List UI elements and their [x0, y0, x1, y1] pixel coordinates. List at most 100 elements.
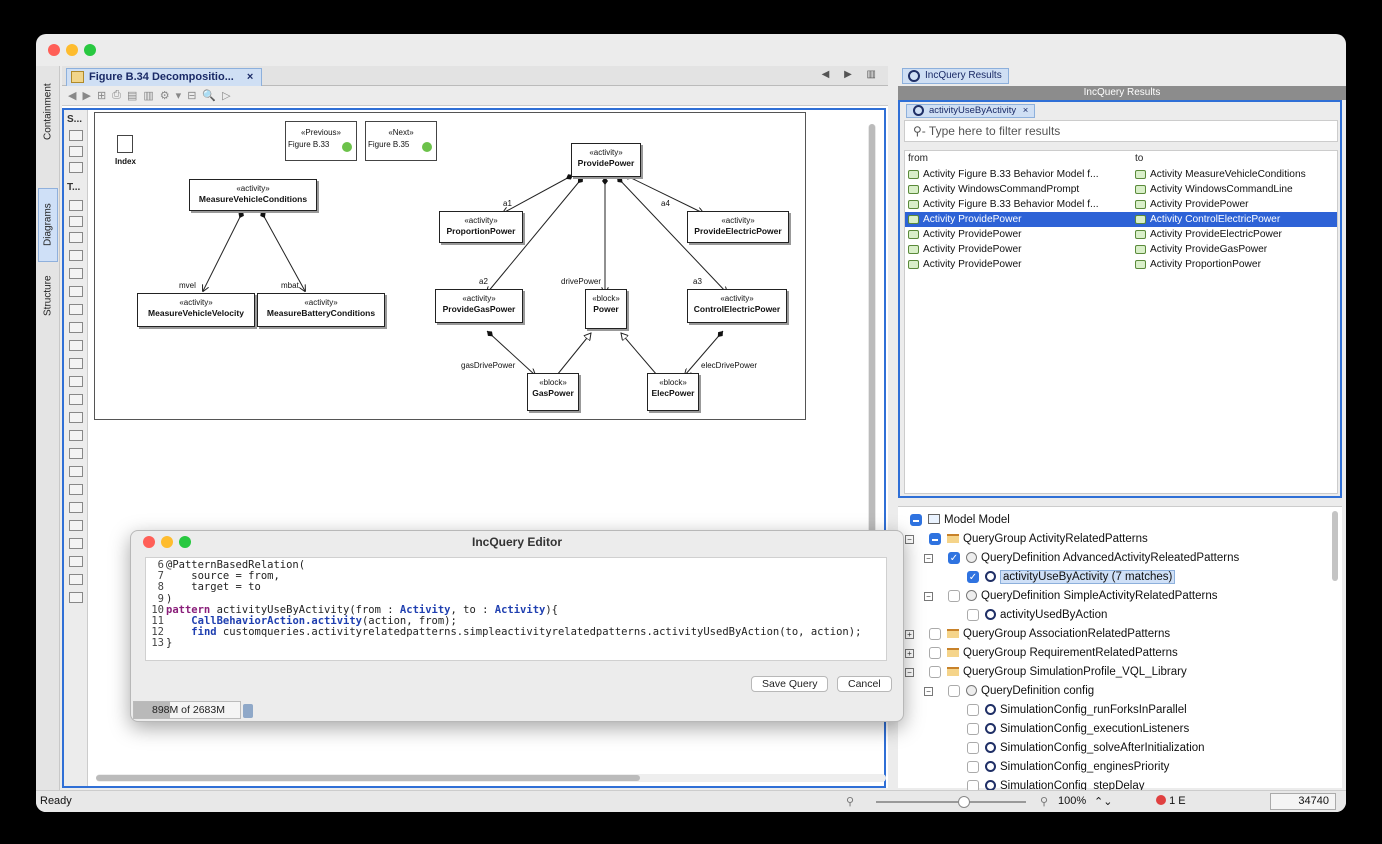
- collapse-icon[interactable]: −: [924, 592, 933, 601]
- vertical-scrollbar[interactable]: [868, 124, 876, 714]
- toolbar-button[interactable]: ▶: [82, 90, 91, 102]
- toolbar-button[interactable]: ⊟: [187, 90, 197, 102]
- toolbar-button[interactable]: ▥: [143, 90, 154, 102]
- collapse-icon[interactable]: −: [905, 668, 914, 677]
- tree-checkbox[interactable]: [967, 704, 979, 716]
- palette-tool-icon[interactable]: [69, 162, 83, 173]
- scroll-thumb[interactable]: [869, 124, 875, 704]
- palette-tool-icon[interactable]: [69, 484, 83, 495]
- column-header-to[interactable]: to: [1135, 153, 1144, 164]
- block-gas-power[interactable]: «block»GasPower: [527, 373, 579, 411]
- tree-checkbox[interactable]: [929, 647, 941, 659]
- next-diagram-link[interactable]: «Next» Figure B.35: [365, 121, 437, 161]
- tree-checkbox[interactable]: [967, 761, 979, 773]
- toolbar-button[interactable]: ⚙: [159, 90, 170, 102]
- query-code-editor[interactable]: 6@PatternBasedRelation(7 source = from,8…: [145, 557, 887, 661]
- palette-tool-icon[interactable]: [69, 556, 83, 567]
- tree-checkbox[interactable]: ✓: [948, 552, 960, 564]
- palette-tool-icon[interactable]: [69, 358, 83, 369]
- tab-diagrams[interactable]: Diagrams: [38, 188, 58, 262]
- scroll-thumb[interactable]: [96, 775, 640, 781]
- block-measure-vehicle-conditions[interactable]: «activity»MeasureVehicleConditions: [189, 179, 317, 211]
- palette-tool-icon[interactable]: [69, 200, 83, 211]
- close-tab-icon[interactable]: ×: [1022, 105, 1029, 116]
- tree-item[interactable]: SimulationConfig_executionListeners: [985, 720, 1189, 738]
- error-indicator[interactable]: 1 E: [1156, 795, 1186, 807]
- tree-checkbox[interactable]: [967, 742, 979, 754]
- toolbar-button[interactable]: ⎙: [112, 89, 121, 101]
- palette-tool-icon[interactable]: [69, 394, 83, 405]
- toolbar-button[interactable]: ▤: [126, 90, 138, 102]
- toolbar-button[interactable]: ◀: [68, 90, 77, 102]
- palette-tool-icon[interactable]: [69, 250, 83, 261]
- block-provide-electric-power[interactable]: «activity»ProvideElectricPower: [687, 211, 789, 243]
- column-header-from[interactable]: from: [908, 153, 928, 164]
- palette-tool-icon[interactable]: [69, 340, 83, 351]
- close-tab-icon[interactable]: ×: [246, 71, 254, 83]
- collapse-icon[interactable]: −: [924, 687, 933, 696]
- diagram-canvas[interactable]: Index «Previous» Figure B.33 «Next» Figu…: [92, 110, 886, 786]
- palette-tool-icon[interactable]: [69, 232, 83, 243]
- block-measure-battery-conditions[interactable]: «activity»MeasureBatteryConditions: [257, 293, 385, 327]
- tree-checkbox[interactable]: [910, 514, 922, 526]
- palette-tool-icon[interactable]: [69, 322, 83, 333]
- zoom-in-icon[interactable]: ⚲: [1040, 796, 1049, 808]
- garbage-collect-icon[interactable]: [243, 704, 253, 718]
- tree-checkbox[interactable]: [967, 723, 979, 735]
- memory-indicator[interactable]: 898M of 2683M: [133, 701, 241, 719]
- toolbar-button[interactable]: ▷: [222, 90, 231, 102]
- zoom-slider-knob[interactable]: [958, 796, 970, 808]
- minimize-dialog-button[interactable]: [161, 536, 173, 548]
- tree-item[interactable]: SimulationConfig_solveAfterInitializatio…: [985, 739, 1205, 757]
- save-query-button[interactable]: Save Query: [751, 676, 829, 692]
- tree-item[interactable]: SimulationConfig_runForksInParallel: [985, 701, 1187, 719]
- tab-containment[interactable]: Containment: [42, 83, 54, 141]
- result-row[interactable]: Activity Figure B.33 Behavior Model f...…: [905, 197, 1337, 212]
- palette-tool-icon[interactable]: [69, 592, 83, 603]
- toolbar-button[interactable]: ⊞: [96, 90, 107, 102]
- palette-tool-icon[interactable]: [69, 146, 83, 157]
- block-control-electric-power[interactable]: «activity»ControlElectricPower: [687, 289, 787, 323]
- block-measure-vehicle-velocity[interactable]: «activity»MeasureVehicleVelocity: [137, 293, 255, 327]
- tree-checkbox[interactable]: [967, 609, 979, 621]
- block-provide-power[interactable]: «activity»ProvidePower: [571, 143, 641, 177]
- tree-scrollbar[interactable]: [1332, 511, 1338, 581]
- tree-item[interactable]: QueryDefinition SimpleActivityRelatedPat…: [966, 587, 1218, 605]
- tree-checkbox[interactable]: [929, 533, 941, 545]
- expand-icon[interactable]: +: [905, 630, 914, 639]
- tree-item[interactable]: QueryDefinition AdvancedActivityReleated…: [966, 549, 1239, 567]
- zoom-slider[interactable]: [876, 796, 1026, 808]
- tab-figure-b34[interactable]: Figure B.34 Decompositio... ×: [66, 68, 263, 86]
- toolbar-button[interactable]: 🔍: [202, 90, 217, 102]
- close-dialog-button[interactable]: [143, 536, 155, 548]
- tab-navigation[interactable]: ◀ ▶ ▥: [821, 69, 882, 80]
- palette-tool-icon[interactable]: [69, 268, 83, 279]
- palette-tool-icon[interactable]: [69, 502, 83, 513]
- palette-tool-icon[interactable]: [69, 130, 83, 141]
- expand-icon[interactable]: +: [905, 649, 914, 658]
- tree-checkbox[interactable]: [929, 628, 941, 640]
- index-icon[interactable]: [117, 135, 133, 153]
- tab-activity-use-by-activity[interactable]: activityUseByActivity ×: [906, 104, 1036, 118]
- toolbar-button[interactable]: ▾: [175, 90, 182, 102]
- palette-tool-icon[interactable]: [69, 216, 83, 227]
- generalization-gas[interactable]: [556, 333, 591, 376]
- tab-incquery-results[interactable]: IncQuery Results: [902, 68, 1009, 84]
- palette-tool-icon[interactable]: [69, 286, 83, 297]
- edge-mbat[interactable]: [261, 210, 305, 291]
- edge-elec-drive-power[interactable]: [685, 330, 724, 375]
- palette-tool-icon[interactable]: [69, 538, 83, 549]
- previous-diagram-link[interactable]: «Previous» Figure B.33: [285, 121, 357, 161]
- edge-a2[interactable]: [487, 176, 584, 293]
- tree-checkbox[interactable]: [948, 685, 960, 697]
- zoom-stepper[interactable]: ⌃⌄: [1094, 796, 1113, 808]
- horizontal-scrollbar[interactable]: [96, 774, 886, 782]
- results-filter-input[interactable]: ⚲- Type here to filter results: [904, 120, 1338, 142]
- palette-tool-icon[interactable]: [69, 520, 83, 531]
- block-proportion-power[interactable]: «activity»ProportionPower: [439, 211, 523, 243]
